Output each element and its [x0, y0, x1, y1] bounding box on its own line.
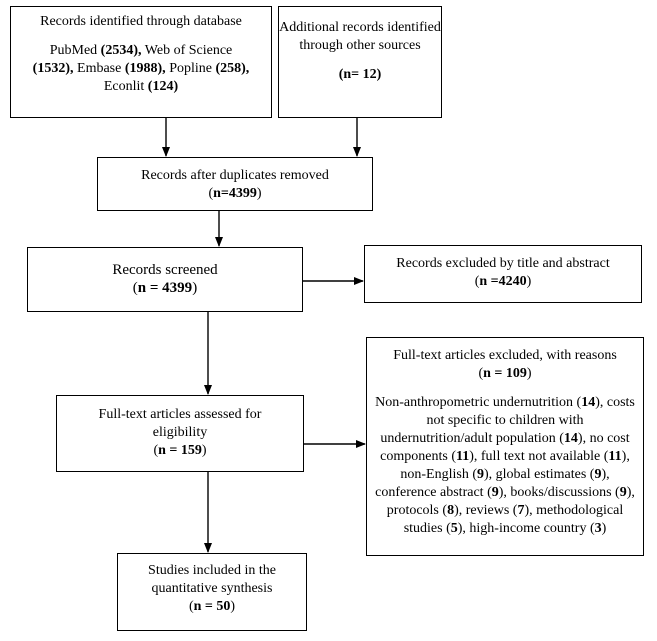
- fulltext-excluded-n: (n = 109): [478, 366, 532, 381]
- source-count: 124: [152, 79, 174, 94]
- reason-label: Non-anthropometric undernutrition: [375, 395, 574, 410]
- reason-count: 9: [491, 485, 499, 500]
- reason-label: costs not specific to children with unde…: [380, 395, 635, 446]
- source-count: 1532: [37, 61, 66, 76]
- additional-records-n: (n= 12): [338, 67, 382, 82]
- source-name: Econlit: [103, 79, 145, 94]
- reason-count: 11: [455, 449, 470, 464]
- studies-included-n: (n = 50): [188, 599, 236, 614]
- reason-label: global estimates: [495, 467, 587, 482]
- studies-included-box: Studies included in the quantitative syn…: [117, 553, 307, 631]
- reason-count: 8: [447, 503, 455, 518]
- records-screened-n: (n = 4399): [132, 280, 198, 296]
- excluded-title-abstract-title: Records excluded by title and abstract: [396, 256, 610, 271]
- source-name: Embase: [77, 61, 122, 76]
- reason-count: 14: [581, 395, 596, 410]
- reason-label: high-income country: [469, 521, 587, 536]
- reason-label: reviews: [465, 503, 510, 518]
- reason-count: 9: [477, 467, 484, 482]
- reason-count: 14: [563, 431, 578, 446]
- exclusion-reasons: Non-anthropometric undernutrition (14), …: [375, 395, 635, 536]
- database-sources-line-1: PubMed (2534), Web of Science: [49, 43, 233, 58]
- reason-count: 11: [608, 449, 622, 464]
- reason-count: 3: [594, 521, 602, 536]
- additional-records-box: Additional records identified through ot…: [278, 6, 442, 118]
- fulltext-assessed-title: Full-text articles assessed for eligibil…: [98, 407, 262, 440]
- fulltext-excluded-box: Full-text articles excluded, with reason…: [366, 337, 644, 556]
- excluded-title-abstract-n: (n =4240): [474, 274, 532, 289]
- reason-label: books/discussions: [510, 485, 612, 500]
- database-sources-line-2: (1532), Embase (1988), Popline (258),: [32, 61, 250, 76]
- studies-included-title: Studies included in the quantitative syn…: [148, 563, 276, 596]
- reason-label: no cost components: [380, 431, 630, 464]
- fulltext-assessed-box: Full-text articles assessed for eligibil…: [56, 395, 304, 472]
- excluded-title-abstract-box: Records excluded by title and abstract (…: [364, 245, 642, 303]
- records-screened-title: Records screened: [112, 262, 218, 278]
- source-name: PubMed: [49, 43, 98, 58]
- database-sources-line-3: Econlit (124): [103, 79, 179, 94]
- source-count: 2534: [105, 43, 134, 58]
- additional-records-title: Additional records identified through ot…: [279, 20, 441, 53]
- source-name: Popline: [169, 61, 212, 76]
- source-count: 258: [220, 61, 242, 76]
- reason-label: non-English: [400, 467, 469, 482]
- database-records-box: Records identified through database PubM…: [10, 6, 272, 118]
- reason-label: methodological studies: [403, 503, 624, 536]
- fulltext-assessed-n: (n = 159): [153, 443, 207, 458]
- records-screened-box: Records screened (n = 4399): [27, 247, 303, 312]
- reason-count: 9: [594, 467, 602, 482]
- database-records-title: Records identified through database: [40, 14, 242, 29]
- source-count: 1988: [129, 61, 158, 76]
- reason-label: protocols: [386, 503, 439, 518]
- reason-label: full text not available: [480, 449, 601, 464]
- duplicates-removed-box: Records after duplicates removed (n=4399…: [97, 157, 373, 211]
- reason-count: 7: [517, 503, 525, 518]
- source-name: Web of Science: [144, 43, 233, 58]
- fulltext-excluded-title: Full-text articles excluded, with reason…: [393, 348, 617, 363]
- reason-label: conference abstract: [375, 485, 484, 500]
- duplicates-removed-n: (n=4399): [208, 186, 262, 201]
- reason-count: 9: [619, 485, 627, 500]
- duplicates-removed-title: Records after duplicates removed: [141, 168, 329, 183]
- reason-count: 5: [450, 521, 458, 536]
